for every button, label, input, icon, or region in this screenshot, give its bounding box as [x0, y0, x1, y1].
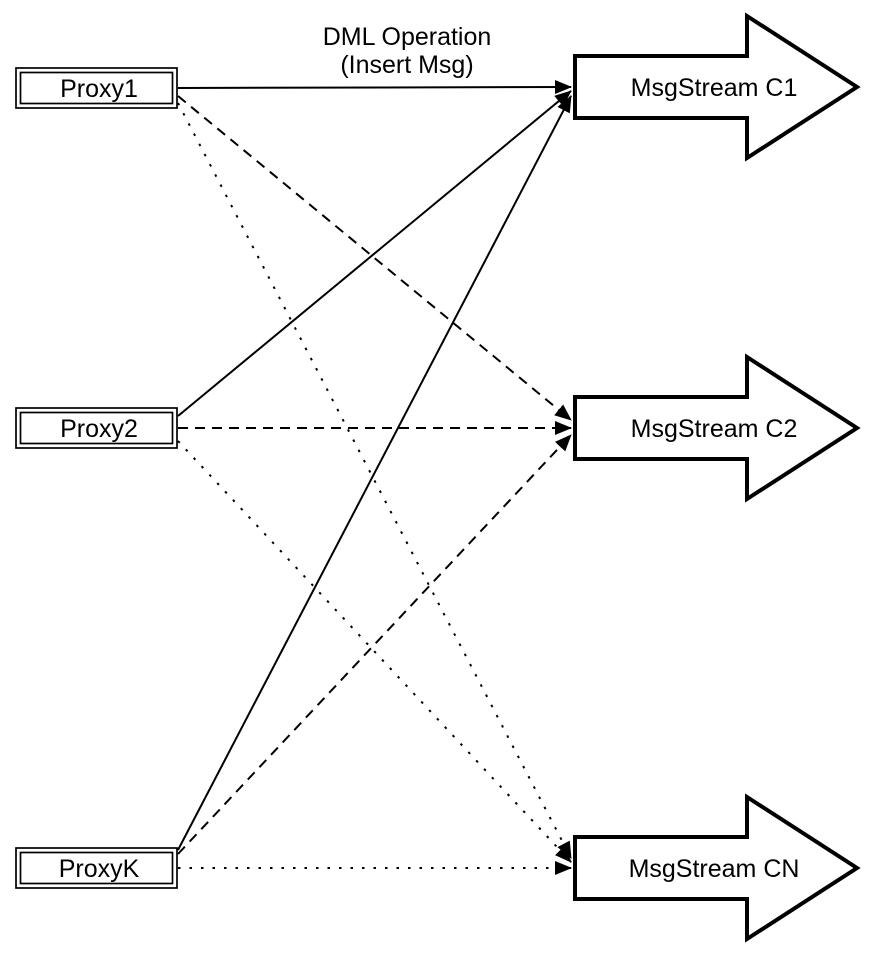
proxyK-box-inner	[19, 851, 174, 885]
msgstream-c2-label: MsgStream C2	[631, 415, 798, 443]
proxy1-label: Proxy1	[60, 75, 138, 103]
msgstream-c1-arrow-shape	[573, 12, 861, 162]
proxy2-label: Proxy2	[60, 415, 138, 443]
edge-proxyK-msgstream-c1	[177, 95, 572, 851]
proxy1-box-inner	[19, 71, 174, 105]
edge-proxy1-msgstream-cn	[177, 102, 572, 859]
edge-proxy2-msgstream-c1	[177, 90, 572, 417]
edge-proxy2-msgstream-cn	[177, 440, 572, 863]
annotation-line2: (Insert Msg)	[340, 51, 473, 79]
annotation-line1: DML Operation	[323, 23, 492, 51]
msgstream-cn-label: MsgStream CN	[629, 855, 800, 883]
msgstream-cn-arrow-shape	[573, 793, 861, 943]
node-proxy1: Proxy1	[15, 67, 178, 109]
edge-proxy1-msgstream-c1	[177, 80, 572, 95]
proxy2-box-inner	[19, 411, 174, 445]
msgstream-c2-arrow-shape	[573, 353, 861, 503]
edge-proxy1-msgstream-c2	[177, 95, 572, 421]
edge-group	[177, 80, 572, 875]
node-msgstream-cn: MsgStream CN	[573, 793, 861, 943]
annotation-dml-operation: DML Operation (Insert Msg)	[323, 23, 492, 79]
proxyK-label: ProxyK	[59, 855, 140, 883]
node-proxy2: Proxy2	[15, 407, 178, 449]
node-msgstream-c2: MsgStream C2	[573, 353, 861, 503]
edge-proxyK-msgstream-c2	[177, 434, 572, 855]
msgstream-c1-label: MsgStream C1	[631, 74, 798, 102]
node-proxyK: ProxyK	[15, 847, 178, 889]
node-msgstream-c1: MsgStream C1	[573, 12, 861, 162]
